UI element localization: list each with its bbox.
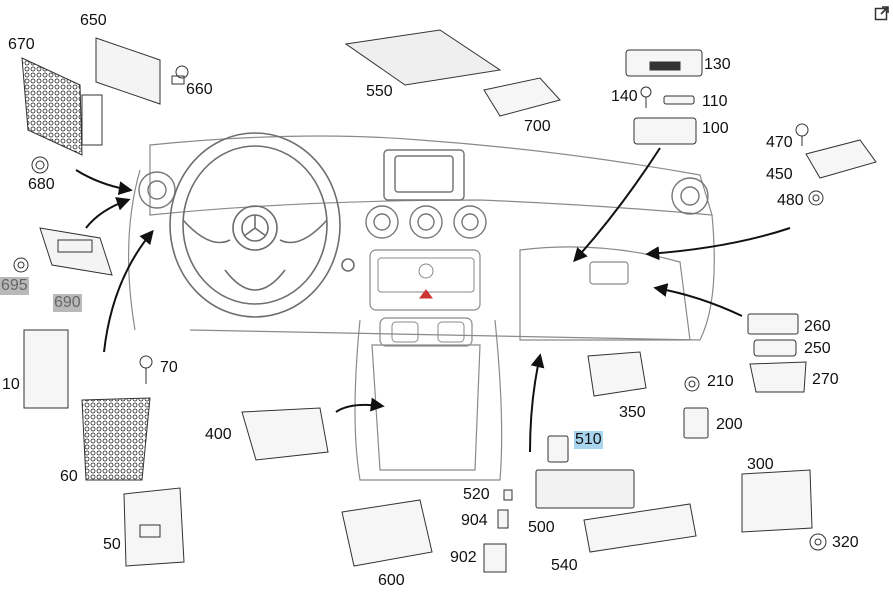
part-320-nut (809, 533, 827, 551)
label-100: 100 (702, 120, 729, 137)
part-670-grille-bracket (21, 57, 103, 156)
climate-panel (377, 257, 475, 343)
part-510-relay (547, 435, 569, 463)
label-690: 690 (53, 294, 82, 312)
part-660-bolt (171, 65, 189, 85)
steering-wheel (169, 132, 355, 318)
label-470: 470 (766, 134, 793, 151)
part-300-control-unit (741, 469, 813, 533)
part-100-module (633, 117, 697, 145)
part-690-control-unit (39, 227, 113, 276)
part-650-control-unit (95, 37, 161, 105)
external-link-icon[interactable] (874, 5, 890, 21)
label-550: 550 (366, 83, 393, 100)
part-10-module (23, 329, 69, 409)
label-904: 904 (461, 512, 488, 529)
label-60: 60 (60, 468, 78, 485)
part-210-nut (684, 376, 700, 392)
label-250: 250 (804, 340, 831, 357)
label-200: 200 (716, 416, 743, 433)
label-500: 500 (528, 519, 555, 536)
label-130: 130 (704, 56, 731, 73)
label-400: 400 (205, 426, 232, 443)
label-210: 210 (707, 373, 734, 390)
label-510: 510 (574, 431, 603, 449)
label-320: 320 (832, 534, 859, 551)
part-680-nut (31, 156, 49, 174)
label-540: 540 (551, 557, 578, 574)
label-10: 10 (2, 376, 20, 393)
part-550-antenna-foil (344, 29, 502, 86)
part-600-module (341, 499, 433, 567)
part-480-clip (808, 190, 824, 206)
label-520: 520 (463, 486, 490, 503)
label-70: 70 (160, 359, 178, 376)
part-260-bracket (747, 313, 799, 335)
head-unit-screen (383, 149, 465, 201)
part-50-module (123, 487, 185, 567)
label-660: 660 (186, 81, 213, 98)
label-260: 260 (804, 318, 831, 335)
label-695: 695 (0, 277, 29, 295)
part-540-fuse-carrier (583, 503, 697, 553)
part-140-screw (640, 86, 652, 108)
air-vents (138, 171, 709, 239)
label-650: 650 (80, 12, 107, 29)
part-270-housing (749, 361, 807, 393)
part-60-bracket (81, 397, 151, 481)
label-270: 270 (812, 371, 839, 388)
label-450: 450 (766, 166, 793, 183)
part-902-connector (483, 543, 507, 573)
part-695-nut (13, 257, 29, 273)
part-500-fuse-box (535, 469, 635, 509)
part-110-trim (663, 95, 695, 105)
part-904-connector (497, 509, 509, 529)
part-130-switch-panel (625, 49, 703, 77)
part-70-screw (139, 355, 153, 384)
part-470-screw (795, 123, 809, 146)
label-600: 600 (378, 572, 405, 589)
part-350-module (587, 351, 647, 397)
label-300: 300 (747, 456, 774, 473)
leader-arrows (75, 147, 791, 453)
label-902: 902 (450, 549, 477, 566)
label-110: 110 (702, 93, 728, 110)
label-700: 700 (524, 118, 551, 135)
label-670: 670 (8, 36, 35, 53)
label-480: 480 (777, 192, 804, 209)
part-450-sensor (805, 139, 877, 179)
label-680: 680 (28, 176, 55, 193)
label-350: 350 (619, 404, 646, 421)
part-700-module (483, 77, 561, 117)
part-250-switch (753, 339, 797, 357)
part-200-relay (683, 407, 709, 439)
part-520-fuse (503, 489, 513, 501)
part-400-control-unit (241, 407, 329, 461)
label-50: 50 (103, 536, 121, 553)
label-140: 140 (611, 88, 638, 105)
